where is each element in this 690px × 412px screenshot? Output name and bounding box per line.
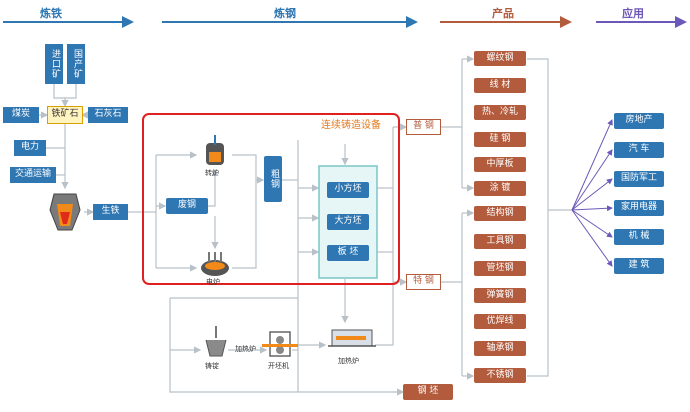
- special-steel-tag: 特 钢: [406, 274, 441, 290]
- blooming-mill-label: 开坯机: [268, 362, 289, 370]
- blooming-mill-icon: [262, 331, 298, 357]
- crude-steel-box: 粗钢: [264, 156, 282, 202]
- product-item: 螺纹钢: [474, 51, 526, 66]
- application-item: 汽 车: [614, 142, 664, 158]
- reheat-furnace-label-1: 加热炉: [235, 345, 256, 353]
- limestone-box: 石灰石: [88, 107, 128, 123]
- large-billet-box: 大方坯: [327, 214, 369, 230]
- steel-connectors: [144, 123, 408, 396]
- raw-connectors: [39, 84, 144, 216]
- application-item: 机 械: [614, 229, 664, 245]
- product-item: 轴承钢: [474, 341, 526, 356]
- product-item: 工具钢: [474, 234, 526, 249]
- electricity-box: 电力: [14, 140, 46, 156]
- iron-ore-box: 铁矿石: [47, 106, 83, 124]
- application-item: 家用电器: [614, 200, 664, 216]
- transport-box: 交通运输: [10, 167, 56, 183]
- continuous-casting-highlight: [142, 113, 400, 285]
- ingot-label: 铸锭: [205, 362, 219, 370]
- product-item: 管坯钢: [474, 261, 526, 276]
- scrap-steel-box: 废钢: [166, 198, 208, 214]
- coal-box: 煤炭: [3, 107, 39, 123]
- product-item: 热、冷轧: [474, 105, 526, 120]
- application-item: 建 筑: [614, 258, 664, 274]
- electric-furnace-icon: [201, 252, 229, 276]
- phase-title-applications: 应用: [622, 7, 644, 20]
- phase-title-steel: 炼钢: [274, 7, 296, 20]
- application-arrows: [571, 119, 613, 267]
- phase-title-iron: 炼铁: [40, 7, 62, 20]
- eaf-label: 电炉: [206, 278, 220, 286]
- product-item: 硅 钢: [474, 132, 526, 147]
- product-item: 不锈钢: [474, 368, 526, 383]
- converter-icon: [206, 135, 224, 165]
- reheat-furnace-icon: [328, 329, 376, 347]
- blast-furnace-icon: [49, 193, 81, 231]
- ccm-title: 连续铸造设备: [321, 120, 381, 131]
- product-item: 弹簧钢: [474, 288, 526, 303]
- product-item: 涂 镀: [474, 181, 526, 196]
- reheat-furnace-label-2: 加热炉: [338, 357, 359, 365]
- slab-box: 板 坯: [327, 245, 369, 261]
- product-item: 优焊线: [474, 314, 526, 329]
- ordinary-steel-tag: 普 钢: [406, 119, 441, 135]
- pig-iron-box: 生铁: [93, 204, 128, 220]
- small-billet-box: 小方坯: [327, 182, 369, 198]
- phase-title-products: 产品: [492, 7, 514, 20]
- billet-box: 钢 坯: [403, 384, 453, 400]
- imported-ore-box: 进口矿: [45, 44, 63, 84]
- application-item: 房地产: [614, 113, 664, 129]
- product-item: 线 材: [474, 78, 526, 93]
- converter-label: 转炉: [205, 169, 219, 177]
- product-item: 结构钢: [474, 206, 526, 221]
- ingot-icon: [205, 326, 227, 357]
- domestic-ore-box: 国产矿: [67, 44, 85, 84]
- product-connectors: [441, 55, 572, 380]
- product-item: 中厚板: [474, 157, 526, 172]
- application-item: 国防军工: [614, 171, 664, 187]
